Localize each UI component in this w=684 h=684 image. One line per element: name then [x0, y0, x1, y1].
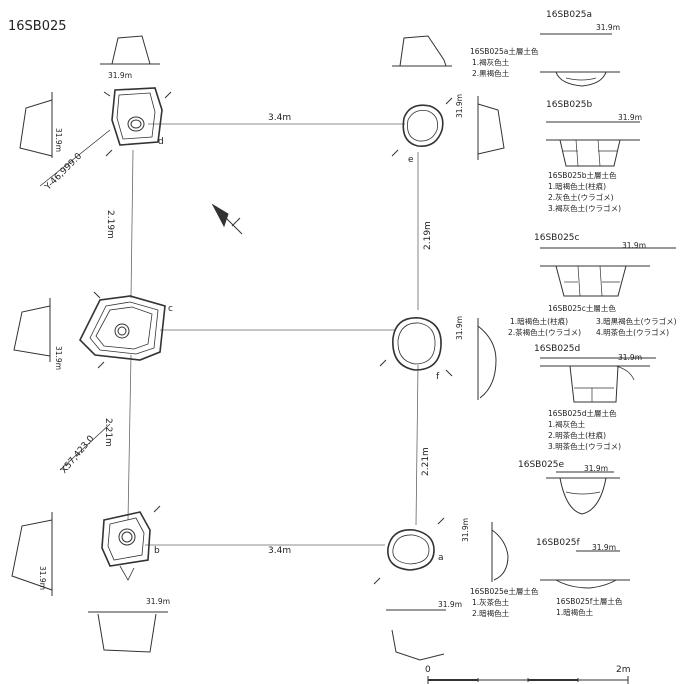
section-a-legend-2: 2.黒褐色土: [472, 69, 510, 78]
elev-label-left-c: 31.9m: [54, 346, 63, 371]
post-label-c: c: [168, 304, 173, 314]
elev-label-right-f: 31.9m: [455, 315, 464, 340]
section-b-elev: 31.9m: [618, 113, 643, 122]
section-a-elev: 31.9m: [596, 23, 621, 32]
section-a-drawing: [540, 33, 620, 87]
profile-top-e: [392, 35, 452, 67]
post-label-d: d: [158, 137, 164, 147]
section-f-drawing: [540, 550, 630, 589]
section-b-legend-3: 3.褐灰色土(ウラゴメ): [548, 204, 622, 213]
section-c-legend-3: 3.暗黒褐色土(ウラゴメ): [596, 317, 677, 326]
section-f-elev: 31.9m: [592, 543, 617, 552]
section-d-legend-1: 1.褐灰色土: [548, 420, 586, 429]
section-c-elev: 31.9m: [622, 241, 647, 250]
elev-label-left-d: 31.9m: [54, 128, 63, 153]
post-pit-c: [79, 291, 166, 369]
elev-label-left-b: 31.9m: [38, 566, 47, 591]
profile-left-c: [13, 298, 51, 362]
profile-left-d: [19, 92, 53, 158]
coord-line-x: [59, 423, 111, 471]
section-e-legend-1: 1.灰茶色土: [472, 598, 510, 607]
section-b-title: 16SB025b: [546, 100, 593, 110]
profile-right-f: [477, 318, 497, 400]
post-label-a: a: [438, 553, 444, 563]
section-d-legend-3: 3.明茶色土(ウラゴメ): [548, 442, 622, 451]
span-top: 3.4m: [268, 113, 292, 123]
section-b-legend-2: 2.灰色土(ウラゴメ): [548, 193, 614, 202]
section-d-legend-2: 2.明茶色土(柱痕): [548, 431, 607, 440]
elev-label-right-e: 31.9m: [455, 93, 464, 118]
section-a-legend-1: 1.褐灰色土: [472, 58, 510, 67]
span-bottom: 3.4m: [268, 546, 292, 556]
north-arrow-icon: [211, 203, 243, 235]
section-d-drawing: [540, 357, 656, 403]
post-pit-e: [391, 97, 453, 157]
span-left-lower: 2.21m: [103, 418, 113, 447]
span-right-upper: 2.19m: [423, 221, 433, 250]
section-a-title: 16SB025a: [546, 10, 593, 20]
profile-right-e: [477, 96, 505, 160]
profile-top-d: [100, 35, 160, 65]
profile-bottom-b: [88, 611, 168, 653]
post-pit-a: [373, 517, 445, 585]
elev-label-bottom-a: 31.9m: [438, 600, 463, 609]
post-label-b: b: [154, 546, 160, 556]
section-e-legend-title: 16SB025e土層土色: [470, 587, 539, 596]
section-c-title: 16SB025c: [534, 233, 580, 243]
post-label-e: e: [408, 155, 414, 165]
section-e-legend-2: 2.暗褐色土: [472, 609, 510, 618]
section-d-title: 16SB025d: [534, 344, 581, 354]
section-c-drawing: [540, 247, 676, 297]
span-left-upper: 2.19m: [105, 210, 115, 239]
section-f-legend-title: 16SB025f土層土色: [556, 597, 623, 606]
profile-bottom-a: [386, 609, 446, 661]
elev-label-top-d: 31.9m: [108, 71, 133, 80]
section-a-legend-title: 16SB025a土層土色: [470, 47, 539, 56]
post-pit-d: [103, 87, 172, 157]
post-pit-f: [379, 317, 453, 377]
section-c-legend-1: 1.暗褐色土(柱痕): [510, 317, 569, 326]
post-label-f: f: [436, 372, 440, 382]
section-f-legend-1: 1.暗褐色土: [556, 608, 594, 617]
elev-label-bottom-b: 31.9m: [146, 597, 171, 606]
section-c-legend-4: 4.明茶色土(ウラゴメ): [596, 328, 670, 337]
coord-line-y: [39, 129, 111, 187]
section-d-elev: 31.9m: [618, 353, 643, 362]
profile-left-b: [11, 512, 53, 596]
span-right-lower: 2.21m: [421, 447, 431, 476]
post-pit-b: [101, 505, 161, 581]
scale-end: 2m: [616, 665, 631, 675]
section-d-legend-title: 16SB025d土層土色: [548, 409, 617, 418]
elev-label-right-a: 31.9m: [461, 517, 470, 542]
section-c-legend-2: 2.茶褐色土(ウラゴメ): [508, 328, 582, 337]
figure-title: 16SB025: [8, 19, 67, 34]
section-b-drawing: [546, 121, 640, 167]
section-e-title: 16SB025e: [518, 460, 565, 470]
scale-bar: [427, 676, 629, 684]
section-b-legend-title: 16SB025b土層土色: [548, 171, 617, 180]
section-b-legend-1: 1.暗褐色土(柱痕): [548, 182, 607, 191]
section-c-legend-title: 16SB025c土層土色: [548, 304, 616, 313]
profile-right-a: [491, 522, 509, 582]
building-outline: [127, 123, 419, 546]
section-f-title: 16SB025f: [536, 538, 580, 548]
section-e-elev: 31.9m: [584, 464, 609, 473]
scale-zero: 0: [425, 665, 431, 675]
section-e-drawing: [546, 471, 620, 515]
